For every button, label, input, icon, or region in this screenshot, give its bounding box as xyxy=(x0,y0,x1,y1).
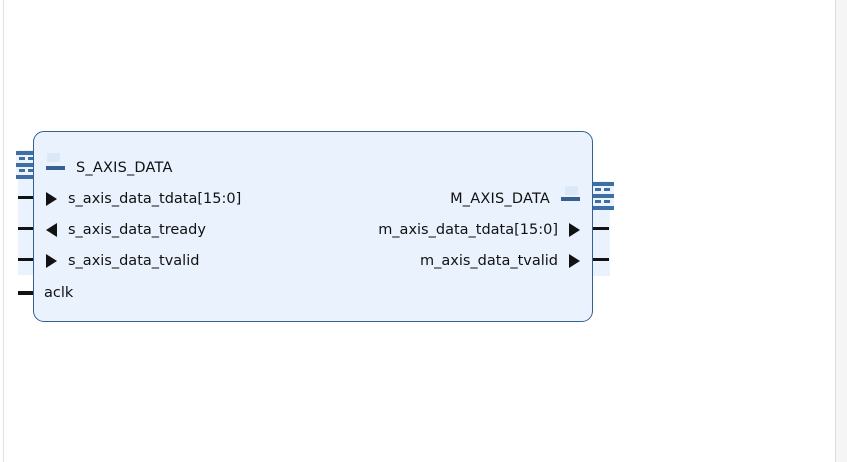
m-axis-collapse-ghost-icon xyxy=(565,186,578,196)
port-row-m-axis-data-tdata[interactable]: m_axis_data_tdata[15:0] xyxy=(378,219,580,241)
output-arrow-icon xyxy=(569,254,580,268)
port-label-m-axis-data-tdata: m_axis_data_tdata[15:0] xyxy=(378,222,558,238)
interface-label-m-axis-data: M_AXIS_DATA xyxy=(450,191,550,207)
pin-stub-s-axis-data-tvalid[interactable] xyxy=(18,258,35,261)
interface-row-m-axis-data[interactable]: M_AXIS_DATA xyxy=(450,186,580,210)
ip-block-body[interactable]: S_AXIS_DATA s_axis_data_tdata[15:0] s_ax… xyxy=(33,131,593,322)
pin-stub-s-axis-data-tdata[interactable] xyxy=(18,196,35,199)
output-arrow-icon xyxy=(46,223,57,237)
interface-row-s-axis-data[interactable]: S_AXIS_DATA xyxy=(46,153,173,179)
interface-label-s-axis-data: S_AXIS_DATA xyxy=(76,160,173,176)
left-bus-group-band xyxy=(18,150,36,275)
canvas-left-divider xyxy=(3,0,4,462)
port-row-m-axis-data-tvalid[interactable]: m_axis_data_tvalid xyxy=(420,250,580,272)
port-row-s-axis-data-tdata[interactable]: s_axis_data_tdata[15:0] xyxy=(46,188,241,210)
input-arrow-icon xyxy=(46,254,57,268)
port-row-aclk[interactable]: aclk xyxy=(44,282,73,304)
m-axis-data-bus-connector-icon[interactable] xyxy=(592,182,614,210)
canvas-right-panel xyxy=(836,0,847,462)
port-label-aclk: aclk xyxy=(44,285,74,301)
input-arrow-icon xyxy=(46,192,57,206)
port-label-s-axis-data-tdata: s_axis_data_tdata[15:0] xyxy=(68,191,242,207)
port-row-s-axis-data-tready[interactable]: s_axis_data_tready xyxy=(46,219,206,241)
output-arrow-icon xyxy=(569,223,580,237)
pin-stub-m-axis-data-tvalid[interactable] xyxy=(592,258,609,261)
s-axis-data-bus-connector-icon[interactable] xyxy=(16,151,38,179)
port-label-s-axis-data-tready: s_axis_data_tready xyxy=(68,222,206,238)
pin-stub-m-axis-data-tdata[interactable] xyxy=(592,227,609,230)
s-axis-collapse-ghost-icon xyxy=(47,153,60,162)
s-axis-collapse-minus-icon[interactable] xyxy=(46,166,65,170)
port-label-m-axis-data-tvalid: m_axis_data_tvalid xyxy=(420,253,558,269)
pin-stub-aclk[interactable] xyxy=(18,291,35,295)
port-label-s-axis-data-tvalid: s_axis_data_tvalid xyxy=(68,253,200,269)
canvas-right-divider xyxy=(835,0,836,462)
m-axis-collapse-minus-icon[interactable] xyxy=(561,197,580,201)
port-row-s-axis-data-tvalid[interactable]: s_axis_data_tvalid xyxy=(46,250,199,272)
pin-stub-s-axis-data-tready[interactable] xyxy=(18,227,35,230)
